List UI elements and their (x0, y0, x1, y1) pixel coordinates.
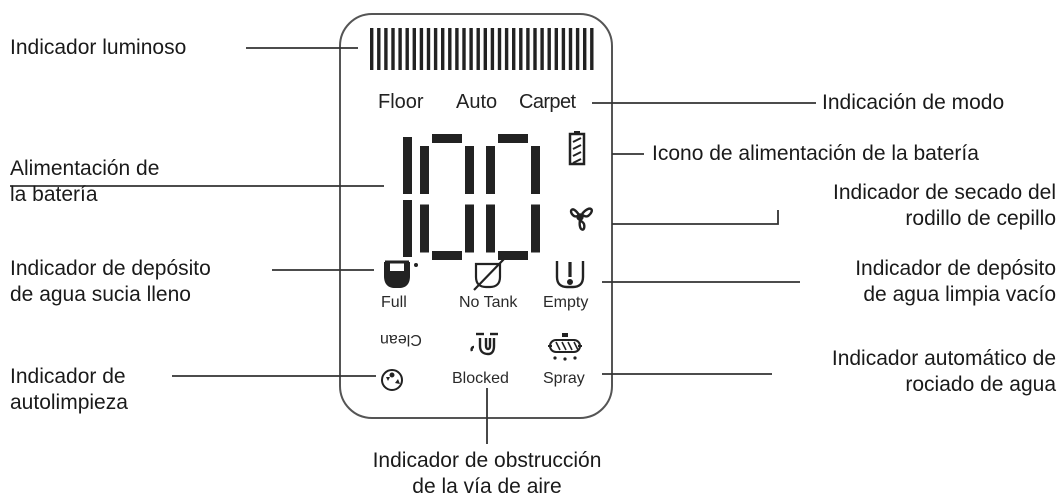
digit-segment (420, 146, 429, 194)
label-clean-tank: Indicador de depósito de agua limpia vac… (855, 256, 1056, 308)
light-bar-segment (540, 28, 544, 70)
light-bar-segment (455, 28, 459, 70)
label-battery-power: Alimentación de la batería (10, 156, 159, 208)
digit-segment (432, 251, 462, 260)
light-bar-segment (398, 28, 402, 70)
light-bar-segment (462, 28, 466, 70)
no-tank-text: No Tank (459, 294, 518, 311)
digit-segment (403, 200, 412, 257)
digit-segment (498, 134, 528, 143)
clean-text: Clean (380, 331, 422, 348)
light-bar-segment (377, 28, 381, 70)
mode-carpet: Carpet (519, 91, 576, 113)
label-mode-indication: Indicación de modo (822, 91, 1005, 114)
light-bar-segment (497, 28, 502, 70)
fan-icon (569, 207, 593, 231)
clean-tank-alert-icon (555, 261, 585, 289)
no-tank-icon (473, 258, 505, 291)
blocked-text: Blocked (452, 370, 509, 387)
light-bar-segment (441, 28, 445, 70)
blocked-pipe-icon (470, 332, 498, 356)
mode-auto: Auto (456, 91, 498, 113)
dirty-tank-icon (384, 260, 418, 288)
label-self-clean-line2: autolimpieza (10, 391, 128, 414)
digit-segment (531, 204, 540, 253)
light-bar-segment (547, 28, 551, 70)
light-bar-segment (590, 28, 594, 70)
label-airway: Indicador de obstrucción de la vía de ai… (337, 448, 637, 500)
self-clean-icon (381, 369, 403, 391)
light-bar-segment (412, 28, 416, 70)
light-bar-segment (519, 28, 523, 70)
light-bar-segment (561, 28, 566, 70)
label-auto-spray-line2: rociado de agua (905, 373, 1056, 396)
label-dirty-tank-line1: Indicador de depósito (10, 257, 211, 280)
light-bar-segment (575, 28, 580, 70)
light-bar-segment (433, 28, 438, 70)
light-bar-segment (391, 28, 395, 70)
label-battery-icon: Icono de alimentación de la batería (652, 142, 979, 165)
leader-lines (10, 47, 816, 444)
label-clean-tank-line2: de agua limpia vacío (863, 283, 1056, 306)
light-bar-segment (490, 28, 495, 70)
digit-segment (498, 251, 528, 260)
label-battery-power-line2: la batería (10, 183, 98, 206)
light-bar-segment (526, 28, 530, 70)
digit-segment (465, 146, 474, 194)
label-auto-spray: Indicador automático de rociado de agua (832, 346, 1056, 398)
label-brush-dry: Indicador de secado del rodillo de cepil… (833, 180, 1056, 232)
battery-digits (403, 134, 540, 260)
label-self-clean: Indicador de autolimpieza (10, 364, 128, 416)
digit-segment (486, 204, 495, 253)
label-self-clean-line1: Indicador de (10, 365, 126, 388)
light-bar-segment (426, 28, 431, 70)
full-text: Full (381, 294, 407, 311)
light-bar-segment (405, 28, 409, 70)
leader-brush (612, 210, 779, 225)
light-bar-segment (483, 28, 487, 70)
light-bar-segment (419, 28, 424, 70)
battery-icon (568, 131, 586, 166)
digit-segment (432, 134, 462, 143)
light-bar-segment (512, 28, 516, 70)
label-airway-line1: Indicador de obstrucción (372, 449, 602, 472)
empty-text: Empty (543, 294, 589, 311)
spray-icon (548, 333, 582, 361)
light-bar-segment (583, 28, 587, 70)
light-bar-segment (448, 28, 452, 70)
label-battery-power-line1: Alimentación de (10, 157, 160, 180)
lcd-panel (339, 13, 613, 419)
light-bar-segment (469, 28, 473, 70)
digit-segment (486, 146, 495, 194)
mode-floor: Floor (378, 91, 424, 113)
label-dirty-tank: Indicador de depósito de agua sucia llen… (10, 256, 211, 308)
light-bar-segment (568, 28, 573, 70)
digit-segment (403, 137, 412, 194)
digit-segment (531, 146, 540, 194)
label-airway-line2: de la vía de aire (412, 475, 562, 498)
label-auto-spray-line1: Indicador automático de (831, 347, 1056, 370)
label-dirty-tank-line2: de agua sucia lleno (10, 283, 191, 306)
label-brush-dry-line2: rodillo de cepillo (905, 207, 1056, 230)
digit-segment (420, 204, 429, 253)
light-bar-segment (476, 28, 480, 70)
light-bar-segment (533, 28, 537, 70)
light-bar-segment (370, 28, 374, 70)
light-bar-segment (384, 28, 388, 70)
spray-text: Spray (543, 370, 585, 387)
digit-segment (465, 204, 474, 253)
light-bar-segment (554, 28, 558, 70)
light-bar-segment (504, 28, 509, 70)
label-clean-tank-line1: Indicador de depósito (855, 257, 1056, 280)
label-brush-dry-line1: Indicador de secado del (833, 181, 1056, 204)
label-light-indicator: Indicador luminoso (10, 36, 187, 59)
light-bar-icon (370, 28, 594, 70)
